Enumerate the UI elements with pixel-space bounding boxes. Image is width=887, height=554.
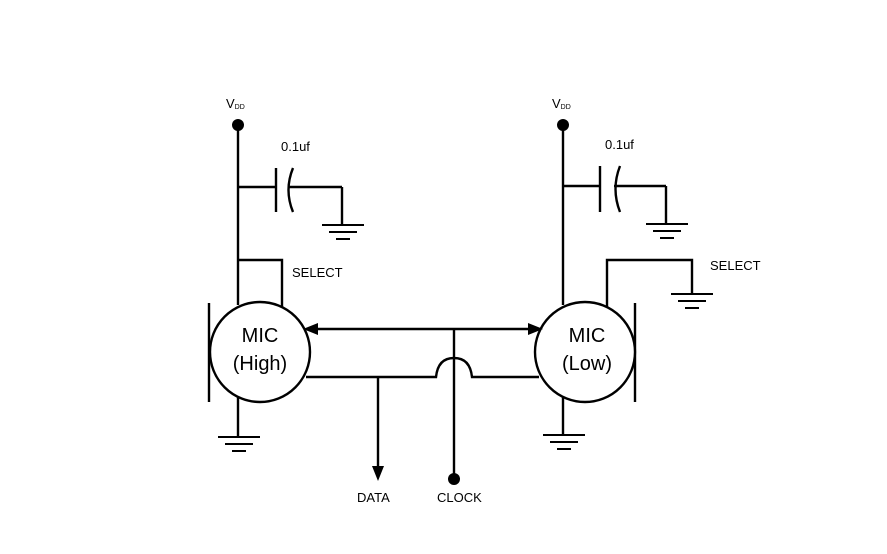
clock-arrow-right-icon: [528, 323, 543, 335]
right-select-label: SELECT: [710, 258, 761, 273]
right-mic-name: MIC: [569, 325, 606, 347]
left-cap-label: 0.1uf: [281, 139, 310, 154]
left-vdd-label: VDD: [226, 96, 245, 111]
left-mic-name: MIC: [242, 325, 279, 347]
left-select-label: SELECT: [292, 265, 343, 280]
right-mic-circuit: VDD 0.1uf SELECT MIC (Low): [533, 96, 761, 450]
data-arrow-down-icon: [372, 466, 384, 481]
right-select-wire: [605, 258, 694, 308]
right-capacitor: [563, 165, 668, 224]
left-mic-ground-icon: [218, 436, 260, 452]
right-select-ground-icon: [671, 293, 713, 309]
clock-label: CLOCK: [437, 490, 482, 505]
right-vdd-label: VDD: [552, 96, 571, 111]
left-mic-circuit: VDD 0.1uf SELECT MIC (High): [207, 96, 364, 452]
right-cap-label: 0.1uf: [605, 137, 634, 152]
left-mic-type: (High): [233, 353, 287, 375]
right-mic-type: (Low): [562, 353, 612, 375]
clock-node: [448, 473, 460, 485]
right-mic-body: [533, 300, 637, 404]
data-bus-line: [306, 356, 539, 379]
left-capacitor: [238, 167, 344, 225]
left-select-wire: [238, 258, 284, 308]
clock-arrow-left-icon: [303, 323, 318, 335]
data-bus: DATA: [306, 356, 539, 505]
left-mic-body: [208, 300, 312, 404]
clock-bus: CLOCK: [303, 323, 543, 505]
data-label: DATA: [357, 490, 390, 505]
left-cap-ground-icon: [322, 224, 364, 240]
right-cap-ground-icon: [646, 223, 688, 239]
right-mic-ground-icon: [543, 434, 585, 450]
